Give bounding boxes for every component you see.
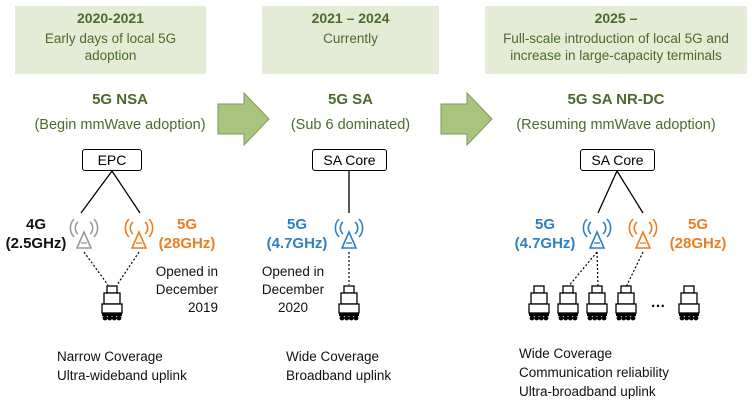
agv-terminal-icon: [557, 285, 579, 322]
antenna-icon: [69, 218, 99, 249]
phase2-opening-note: Opened in December 2020: [261, 264, 325, 315]
phase2-architecture: 5G SA: [327, 91, 373, 108]
phase1-description: Early days of local 5G adoption: [44, 31, 177, 63]
phase3-period: 2025 –: [594, 10, 638, 26]
freq-label: (28GHz): [669, 235, 727, 252]
band-label: 5G: [687, 216, 708, 233]
phase-arrow-1: [217, 91, 270, 147]
coverage-item: Wide Coverage: [519, 346, 613, 361]
more-terminals-ellipsis: …: [651, 294, 666, 311]
phase3-header: 2025 – Full-scale introduction of local …: [485, 6, 747, 74]
phase2-coverage: Wide Coverage Broadband uplink: [286, 347, 391, 385]
phase3-architecture: 5G SA NR-DC: [567, 91, 665, 108]
phase2-description: Currently: [323, 31, 378, 46]
agv-terminal-icon: [678, 285, 700, 322]
antenna-icon: [124, 218, 154, 249]
antenna-icon: [334, 218, 364, 249]
phase1-subtitle: (Begin mmWave adoption): [34, 117, 206, 133]
coverage-item: Narrow Coverage: [57, 349, 163, 364]
freq-label: (28GHz): [158, 235, 216, 252]
phase3-coverage: Wide Coverage Communication reliability …: [519, 344, 669, 401]
phase1-period: 2020-2021: [77, 10, 144, 26]
phase2-core-box: SA Core: [312, 149, 387, 171]
agv-terminal-icon: [528, 285, 550, 322]
phase3-subtitle: (Resuming mmWave adoption): [516, 117, 716, 133]
antenna-icon: [582, 218, 612, 249]
coverage-item: Ultra-broadband uplink: [519, 384, 656, 399]
freq-label: (4.7GHz): [266, 235, 328, 252]
band-label: 5G: [286, 216, 307, 233]
agv-terminal-icon: [338, 285, 360, 322]
phase1-band-4g: 4G (2.5GHz): [4, 215, 68, 253]
phase1-architecture: 5G NSA: [92, 91, 148, 108]
phase1-core-box: EPC: [82, 149, 142, 171]
band-label: 5G: [176, 216, 197, 233]
phase2-header: 2021 – 2024 Currently: [262, 6, 439, 74]
agv-terminal-icon: [586, 285, 608, 322]
phase2-period: 2021 – 2024: [311, 10, 390, 26]
coverage-item: Communication reliability: [519, 365, 670, 380]
agv-terminal-icon: [615, 285, 637, 322]
coverage-item: Wide Coverage: [286, 349, 380, 364]
phase1-header: 2020-2021 Early days of local 5G adoptio…: [15, 6, 206, 74]
coverage-item: Ultra-wideband uplink: [57, 368, 187, 383]
coverage-item: Broadband uplink: [286, 368, 392, 383]
band-label: 4G: [25, 216, 46, 233]
freq-label: (2.5GHz): [5, 235, 67, 252]
phase2-subtitle: (Sub 6 dominated): [290, 117, 411, 133]
phase3-band-mmwave: 5G (28GHz): [663, 215, 733, 253]
agv-terminal-icon: [101, 285, 123, 322]
antenna-icon: [628, 218, 658, 249]
freq-label: (4.7GHz): [514, 235, 576, 252]
phase-arrow-2: [440, 91, 493, 147]
phase1-coverage: Narrow Coverage Ultra-wideband uplink: [57, 347, 187, 385]
phase2-band-5g: 5G (4.7GHz): [262, 215, 332, 253]
phase3-description: Full-scale introduction of local 5G and …: [503, 31, 729, 63]
phase1-opening-note: Opened in December 2019: [155, 264, 218, 315]
phase1-band-5g: 5G (28GHz): [152, 215, 222, 253]
phase3-core-box: SA Core: [580, 149, 655, 171]
phase3-band-sub6: 5G (4.7GHz): [510, 215, 580, 253]
band-label: 5G: [534, 216, 555, 233]
